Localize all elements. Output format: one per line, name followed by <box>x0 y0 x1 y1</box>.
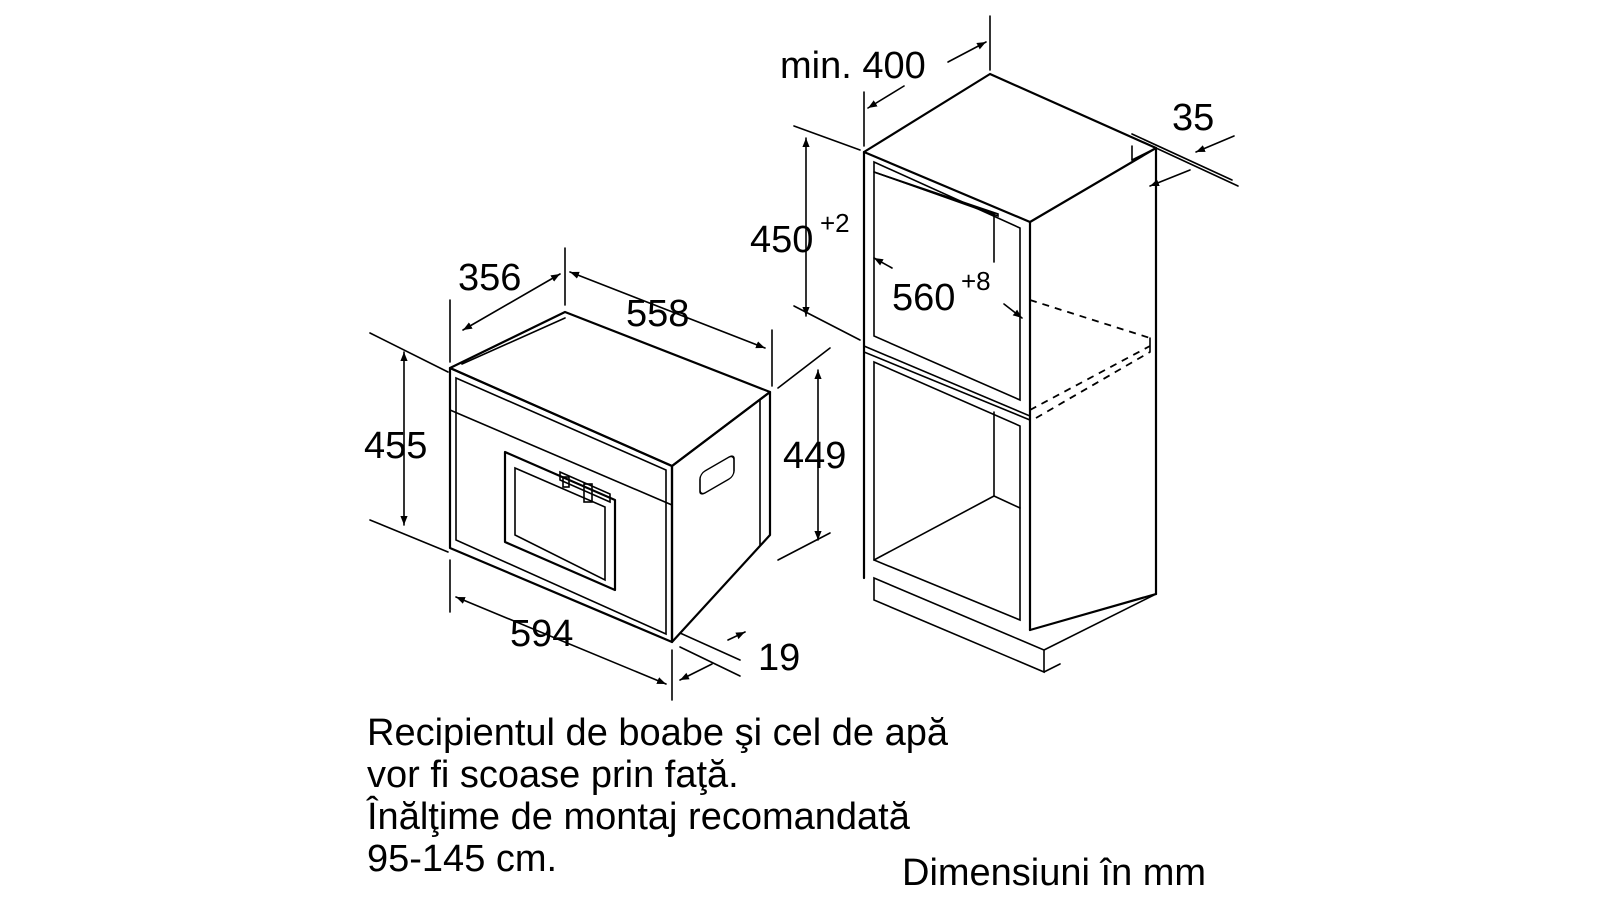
dim-560: 560 <box>892 277 955 319</box>
note-line-1: Recipientul de boabe şi cel de apă <box>367 712 948 754</box>
note-line-2: vor fi scoase prin faţă. <box>367 754 739 796</box>
dim-35: 35 <box>1172 97 1214 139</box>
dim-356: 356 <box>458 257 521 299</box>
dim-558: 558 <box>626 293 689 335</box>
cabinet-dimension-lines <box>793 15 1239 341</box>
dim-449: 449 <box>783 435 846 477</box>
dim-min-400: min. 400 <box>780 45 926 87</box>
installation-note: Recipientul de boabe şi cel de apă vor f… <box>367 712 948 880</box>
dim-19: 19 <box>758 637 800 679</box>
appliance-dimension-lines <box>369 247 831 701</box>
dim-455: 455 <box>364 425 427 467</box>
cabinet-drawing <box>862 72 1158 674</box>
dim-560-tolerance: +8 <box>961 266 991 296</box>
note-line-4: 95-145 cm. <box>367 838 558 880</box>
units-label: Dimensiuni în mm <box>902 852 1207 894</box>
note-line-3: Înălţime de montaj recomandată <box>367 796 910 838</box>
dim-450-tolerance: +2 <box>820 208 850 238</box>
dim-450: 450 <box>750 219 813 261</box>
dim-594: 594 <box>510 613 573 655</box>
appliance-drawing <box>448 310 772 644</box>
